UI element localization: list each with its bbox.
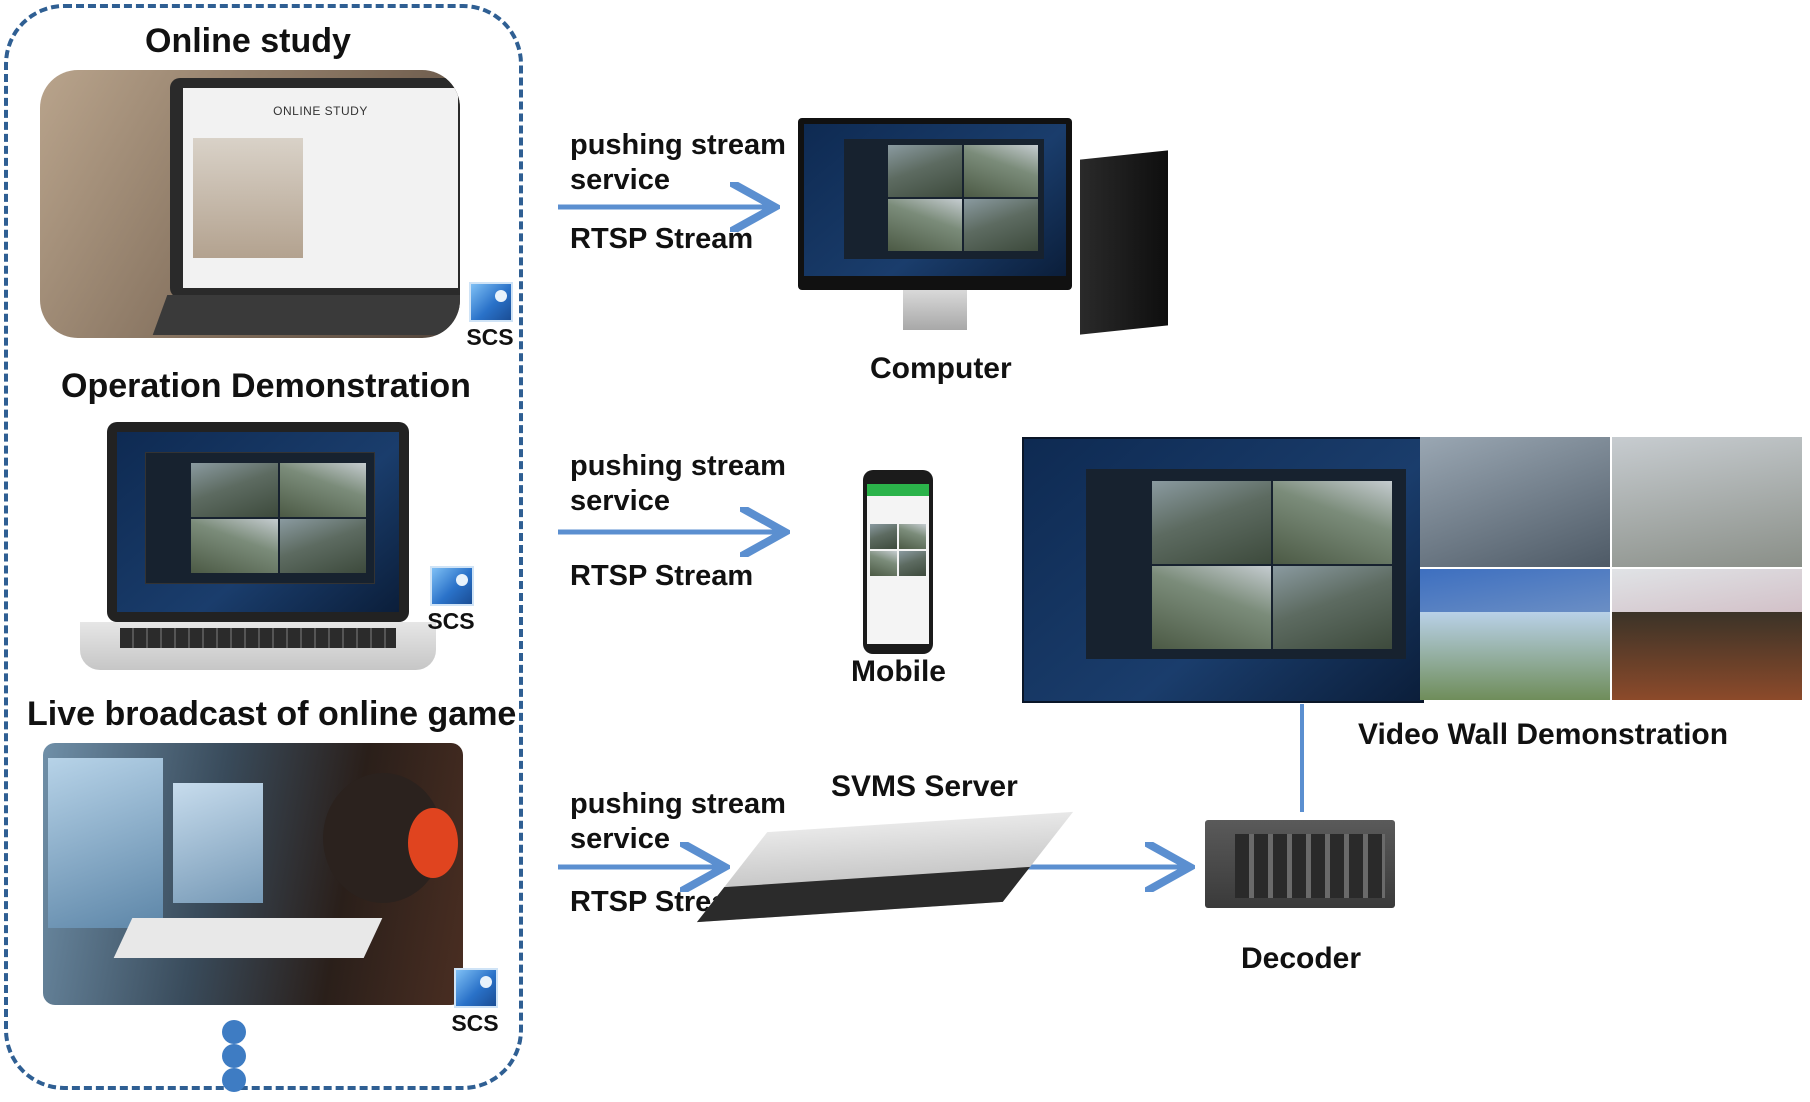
ellipsis-dots-icon [222,1068,246,1092]
ellipsis-dots-icon [222,1020,246,1044]
live-broadcast-title: Live broadcast of online game [27,695,517,733]
scs-app-icon: SCS [463,282,517,351]
video-wall-main-screen [1022,437,1424,703]
ellipsis-dots-icon [222,1044,246,1068]
mobile-phone [863,470,933,654]
computer-tower [1080,150,1168,335]
online-study-screen-text: ONLINE STUDY [273,104,368,118]
scs-app-icon: SCS [424,566,478,635]
online-study-photo: ONLINE STUDY [40,70,460,338]
online-study-title: Online study [145,22,351,60]
scs-badge-label: SCS [427,608,475,634]
scs-app-icon: SCS [448,968,502,1037]
scs-badge-label: SCS [466,324,514,350]
rtsp-stream-label: RTSP Stream [570,560,754,592]
decoder-device [1205,820,1395,908]
computer-monitor [798,118,1072,290]
svms-server-label: SVMS Server [831,770,1018,803]
push-stream-label: pushing stream service [570,129,786,196]
computer-label: Computer [870,352,1012,385]
operation-demo-title: Operation Demonstration [61,367,471,405]
decoder-label: Decoder [1241,942,1362,975]
sources-panel-frame [4,4,523,1090]
video-wall-label: Video Wall Demonstration [1358,718,1729,751]
push-stream-label: pushing stream service [570,788,786,855]
live-broadcast-photo [43,743,463,1005]
video-wall-camera-grid-bottom [1420,612,1802,700]
rtsp-stream-label: RTSP Stream [570,223,754,255]
monitor-stand [903,290,967,330]
mobile-label: Mobile [851,655,946,688]
laptop-keyboard-base [80,622,436,670]
operation-demo-laptop [107,422,409,622]
scs-badge-label: SCS [451,1010,499,1036]
push-stream-label: pushing stream service [570,450,786,517]
